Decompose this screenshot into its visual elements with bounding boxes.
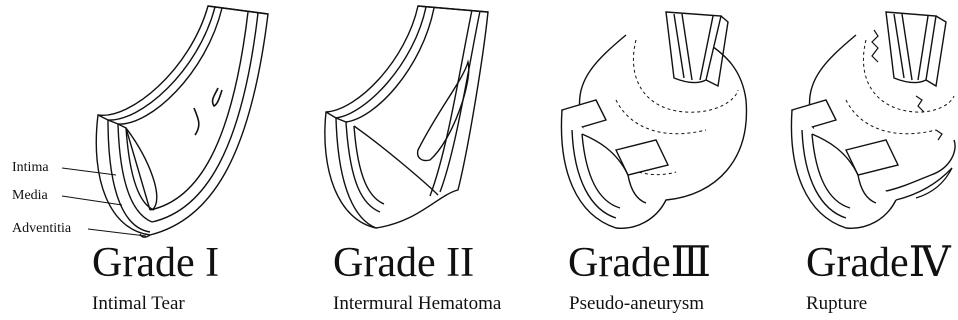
grade-2-title: Grade II [333,240,474,286]
grade-3-vessel-illustration [556,0,756,240]
intima-label: Intima [12,160,49,176]
grade-3-subtitle: Pseudo-aneurysm [569,293,704,315]
grade-2-vessel-illustration [318,0,518,240]
adventitia-label: Adventitia [12,221,71,237]
grade-4-title: GradeⅣ [806,240,951,286]
grade-2-subtitle: Intermural Hematoma [333,293,501,315]
grade-3-title: GradeⅢ [568,240,711,286]
media-label: Media [12,188,48,204]
grade-1-subtitle: Intimal Tear [92,293,185,315]
layer-leader-lines [0,0,200,250]
grade-1-title: Grade I [92,240,219,286]
grade-4-vessel-illustration [786,0,958,240]
grade-4-subtitle: Rupture [806,293,867,315]
